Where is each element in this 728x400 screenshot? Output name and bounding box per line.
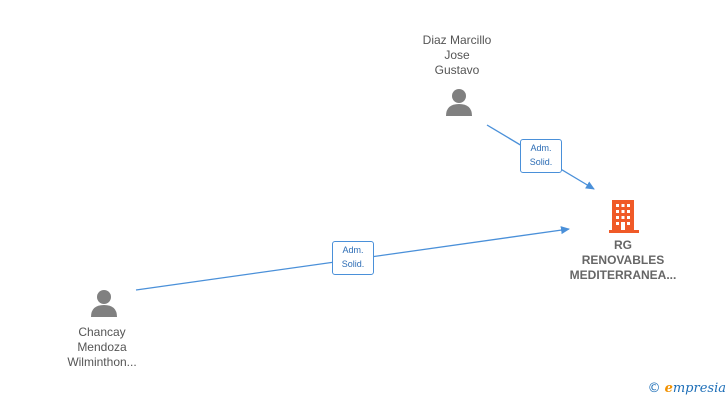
edge-label-line: Adm. [342, 245, 364, 255]
edge-label-line: Solid. [529, 157, 553, 167]
person-top-name-line: Gustavo [434, 63, 480, 77]
company-name-line: MEDITERRANEA... [569, 268, 677, 282]
person-icon-top[interactable] [446, 89, 472, 116]
edge-label-line: Adm. [530, 143, 552, 153]
brand-rest: mpresia [672, 381, 726, 396]
person-left-name[interactable]: Chancay Mendoza Wilminthon... [32, 325, 172, 370]
company-name-line: RENOVABLES [581, 253, 665, 267]
edge-label-left[interactable]: Adm. Solid. [332, 241, 374, 275]
person-left-name-line: Wilminthon... [67, 355, 137, 369]
copyright-symbol: © [647, 381, 661, 396]
person-top-name-line: Diaz Marcillo [422, 33, 492, 47]
edge-label-top[interactable]: Adm. Solid. [520, 139, 562, 173]
brand-logo: ©empresia [648, 381, 726, 396]
brand-first-letter: e [664, 381, 673, 396]
person-top-name-line: Jose [444, 48, 470, 62]
person-left-name-line: Chancay [78, 325, 126, 339]
company-name-line: RG [614, 238, 632, 252]
edge-label-line: Solid. [341, 259, 365, 269]
person-left-name-line: Mendoza [77, 340, 127, 354]
company-name[interactable]: RG RENOVABLES MEDITERRANEA... [553, 238, 693, 283]
building-icon[interactable] [609, 200, 639, 233]
person-top-name[interactable]: Diaz Marcillo Jose Gustavo [387, 33, 527, 78]
person-icon-left[interactable] [91, 290, 117, 317]
